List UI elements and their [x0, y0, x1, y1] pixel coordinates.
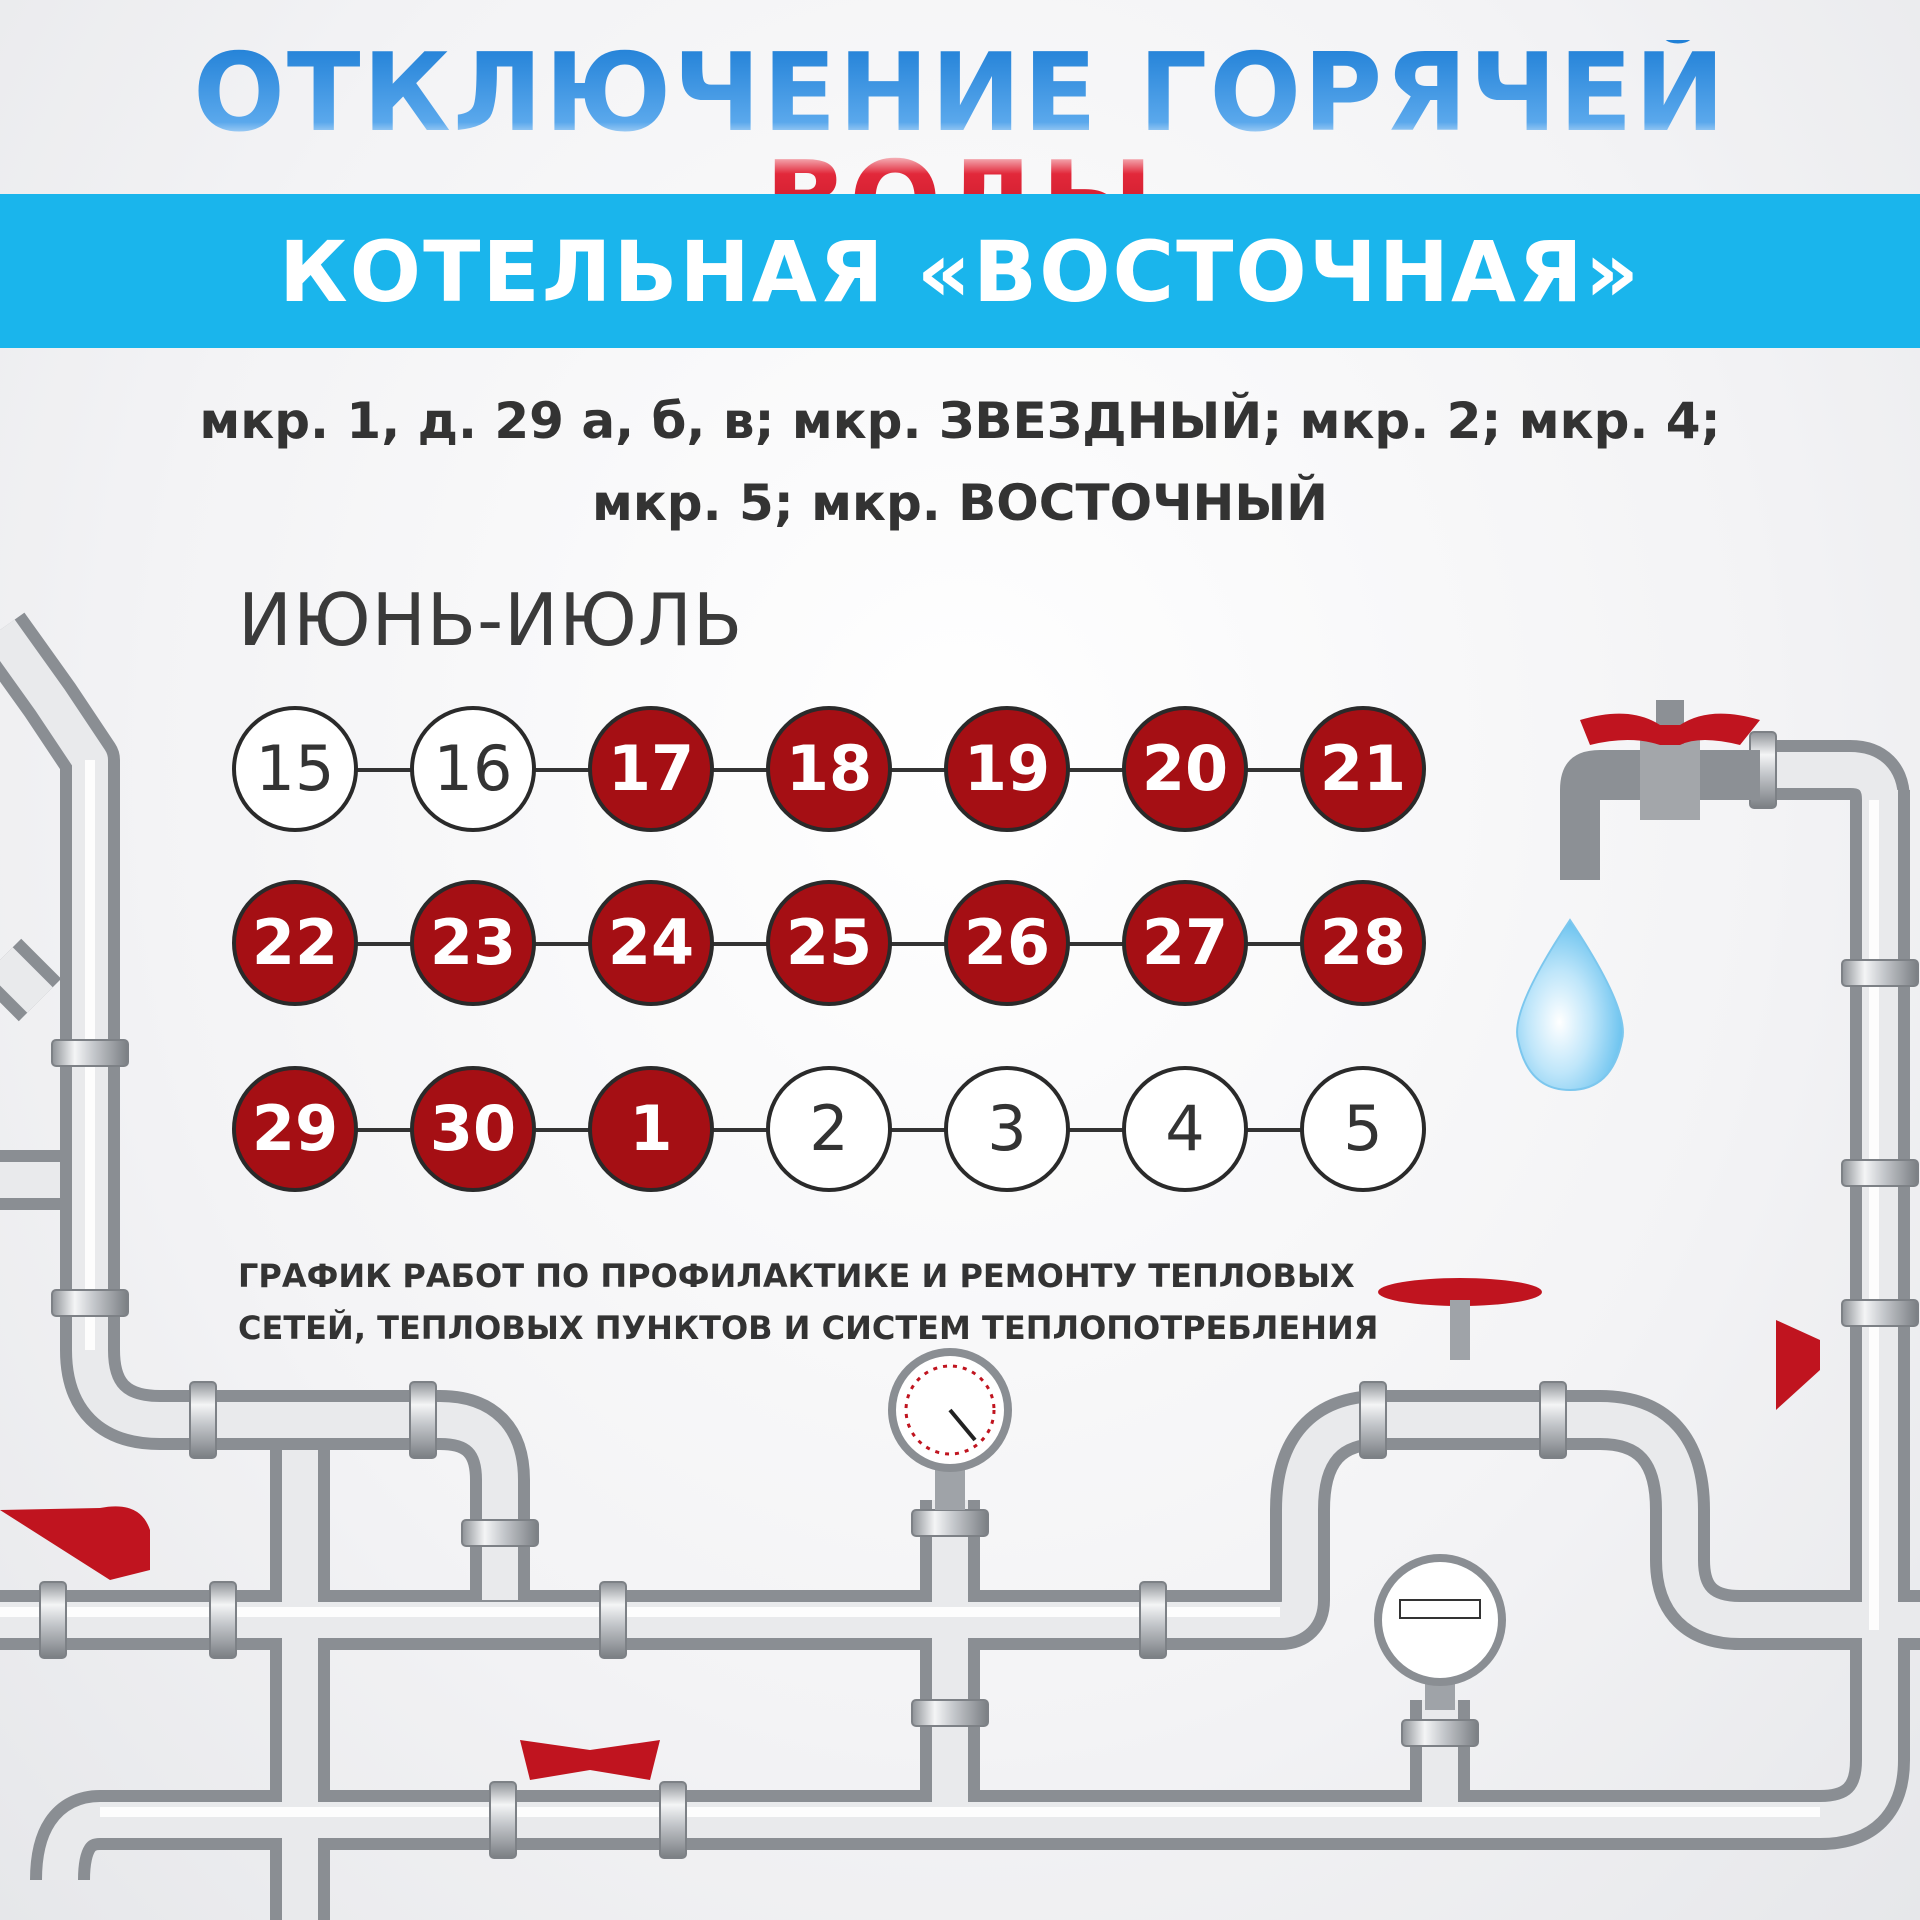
- day-normal-circle: 5: [1300, 1066, 1426, 1192]
- pressure-gauge-icon: [888, 1348, 1012, 1510]
- day-off-circle: 19: [944, 706, 1070, 832]
- day-off-circle: 25: [766, 880, 892, 1006]
- day-off-circle: 27: [1122, 880, 1248, 1006]
- day-off-circle: 28: [1300, 880, 1426, 1006]
- day-off-circle: 22: [232, 880, 358, 1006]
- day-off-circle: 30: [410, 1066, 536, 1192]
- day-normal-circle: 2: [766, 1066, 892, 1192]
- day-off-circle: 21: [1300, 706, 1426, 832]
- faucet-icon: [1560, 700, 1760, 880]
- schedule-note-line-1: ГРАФИК РАБОТ ПО ПРОФИЛАКТИКЕ И РЕМОНТУ Т…: [238, 1257, 1355, 1295]
- months-heading: ИЮНЬ-ИЮЛЬ: [238, 578, 744, 662]
- day-off-circle: 20: [1122, 706, 1248, 832]
- boiler-banner: [0, 194, 1920, 348]
- valve-handle-icon: [1776, 1320, 1820, 1410]
- day-off-circle: 17: [588, 706, 714, 832]
- day-normal-circle: 16: [410, 706, 536, 832]
- day-normal-circle: 4: [1122, 1066, 1248, 1192]
- day-off-circle: 18: [766, 706, 892, 832]
- districts-line-1: мкр. 1, д. 29 а, б, в; мкр. ЗВЕЗДНЫЙ; мк…: [199, 392, 1721, 450]
- boiler-name: КОТЕЛЬНАЯ «ВОСТОЧНАЯ»: [279, 223, 1641, 321]
- calendar-row: 15 16 17 18 19 20 21: [232, 706, 1442, 834]
- schedule-note: ГРАФИК РАБОТ ПО ПРОФИЛАКТИКЕ И РЕМОНТУ Т…: [238, 1250, 1438, 1354]
- districts-line-2: мкр. 5; мкр. ВОСТОЧНЫЙ: [591, 474, 1328, 532]
- day-off-circle: 29: [232, 1066, 358, 1192]
- valve-handle-icon: [1378, 1278, 1542, 1306]
- calendar-row: 22 23 24 25 26 27 28: [232, 880, 1442, 1008]
- day-off-circle: 23: [410, 880, 536, 1006]
- day-off-circle: 1: [588, 1066, 714, 1192]
- schedule-note-line-2: СЕТЕЙ, ТЕПЛОВЫХ ПУНКТОВ И СИСТЕМ ТЕПЛОПО…: [238, 1309, 1379, 1347]
- water-drop-icon: [1516, 918, 1624, 1092]
- valve-handle-icon: [520, 1740, 660, 1780]
- districts-list: мкр. 1, д. 29 а, б, в; мкр. ЗВЕЗДНЫЙ; мк…: [40, 380, 1880, 544]
- day-off-circle: 24: [588, 880, 714, 1006]
- day-normal-circle: 3: [944, 1066, 1070, 1192]
- day-normal-circle: 15: [232, 706, 358, 832]
- water-meter-icon: [1374, 1554, 1506, 1710]
- day-off-circle: 26: [944, 880, 1070, 1006]
- valve-handle-icon: [0, 1506, 150, 1580]
